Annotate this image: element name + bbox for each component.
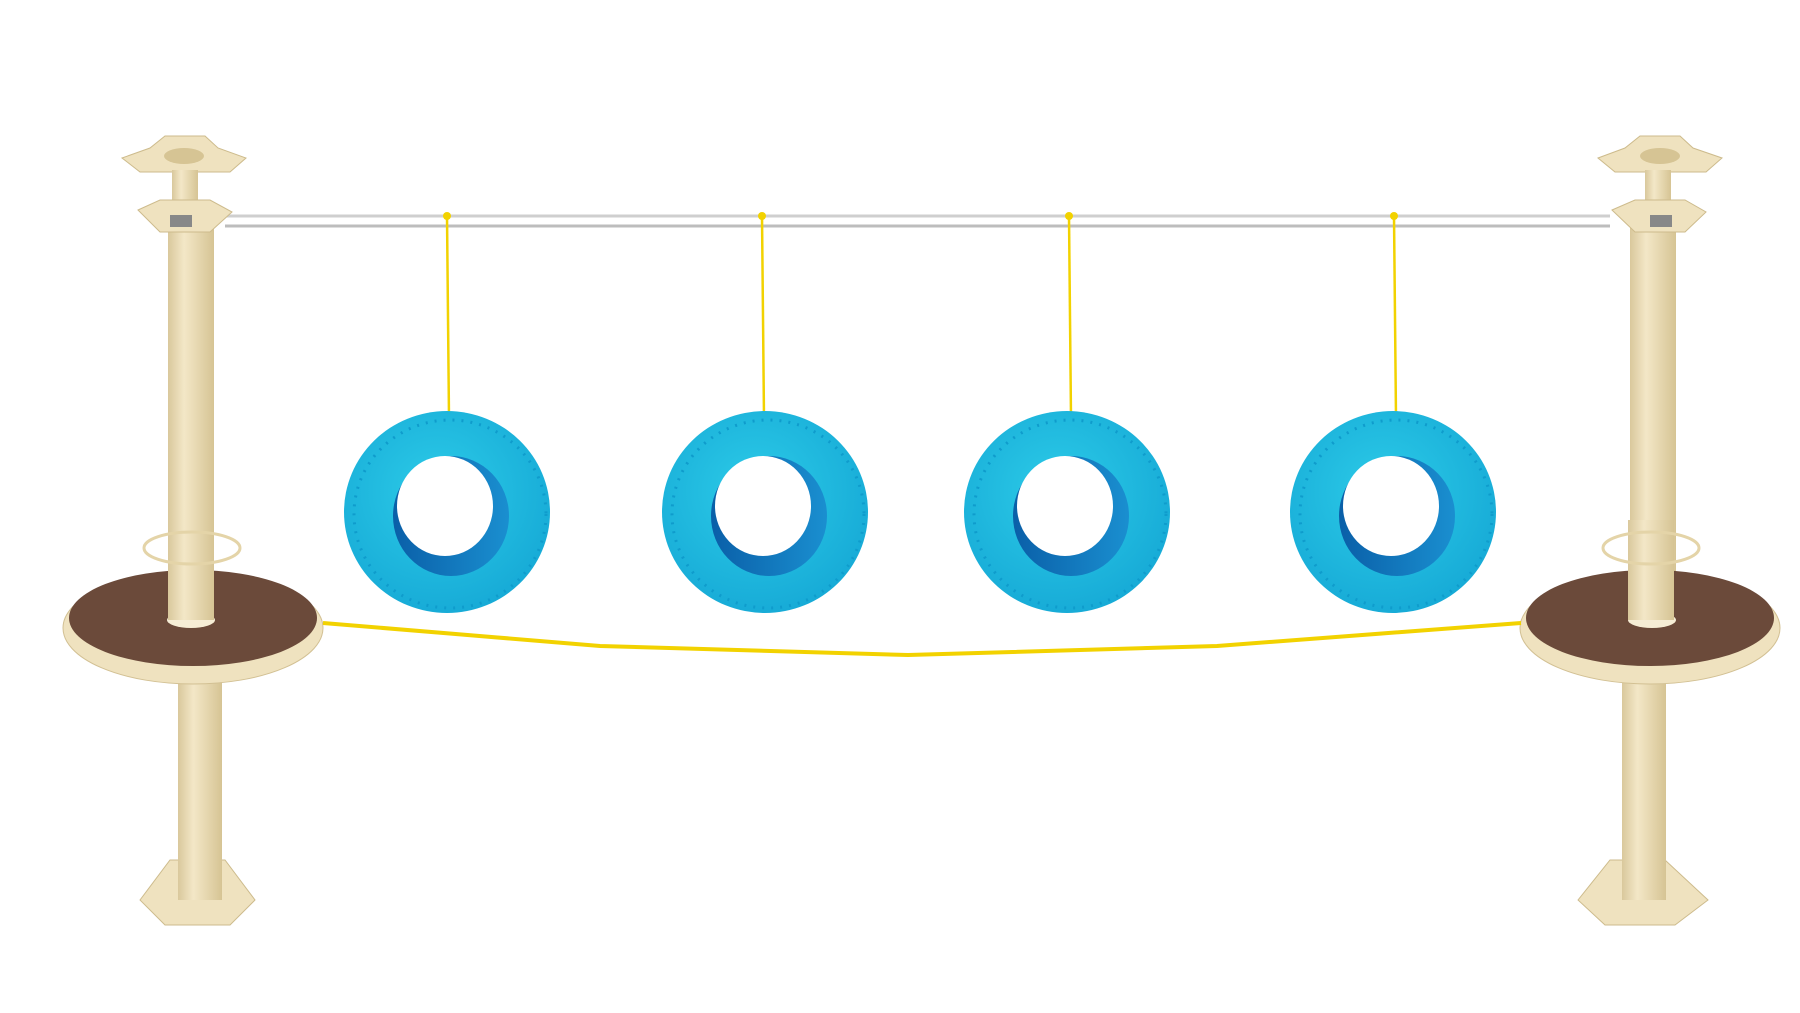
rope-knot (1065, 212, 1073, 220)
right-platform (1519, 520, 1781, 685)
tire-swing (344, 212, 550, 613)
hanging-rope (1392, 215, 1398, 419)
hanging-rope (760, 215, 766, 419)
hanging-rope (1067, 215, 1073, 419)
left-platform (62, 520, 324, 685)
tire-hole (715, 456, 811, 556)
tire-swing (662, 212, 868, 613)
rope-knot (1390, 212, 1398, 220)
hanging-rope (445, 215, 451, 419)
tire-swing (1290, 212, 1496, 613)
tire-hole (397, 456, 493, 556)
tire-hole (1017, 456, 1113, 556)
tire-swing (964, 212, 1170, 613)
rope-knot (758, 212, 766, 220)
rope-knot (443, 212, 451, 220)
tire-hole (1343, 456, 1439, 556)
top-cable (225, 214, 1610, 228)
foot-rope (322, 621, 1522, 658)
